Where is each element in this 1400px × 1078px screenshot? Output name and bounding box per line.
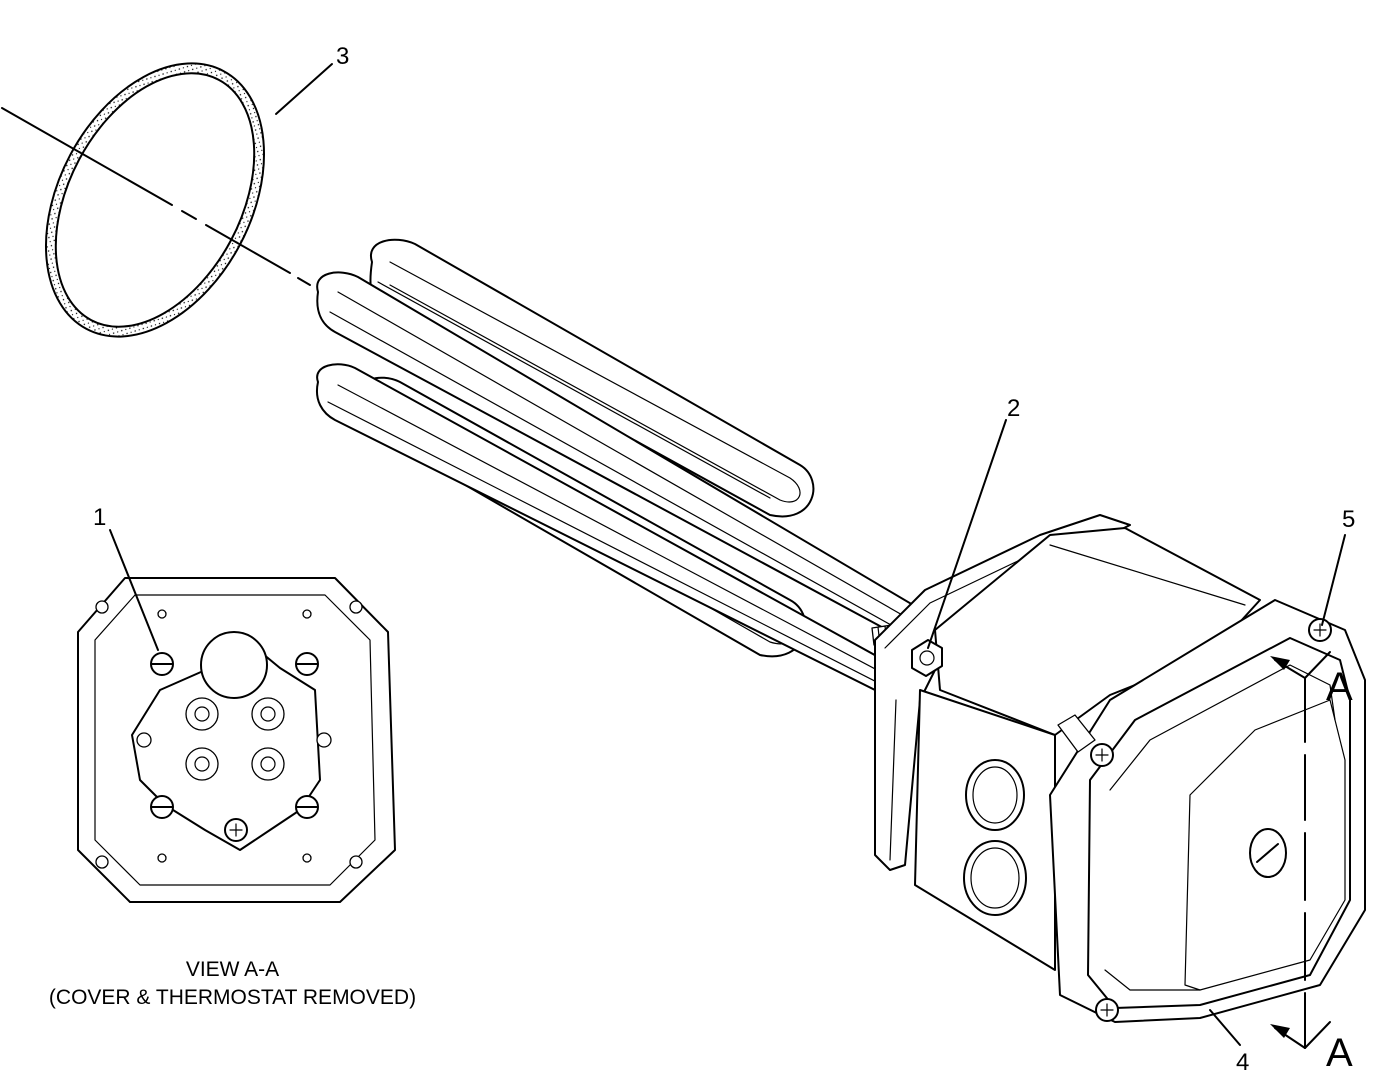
leader-line-1	[109, 529, 159, 651]
section-arrow-top	[1304, 651, 1331, 679]
callout-4: 4	[1236, 1049, 1249, 1076]
section-line-a-a: A A	[1270, 651, 1353, 1075]
leader-line-5	[1321, 534, 1346, 626]
section-letter-bottom: A	[1326, 1031, 1353, 1075]
callout-2: 2	[1007, 395, 1020, 422]
center-line	[1, 107, 311, 286]
callout-3: 3	[336, 43, 349, 70]
terminal-housing	[874, 514, 1366, 1023]
view-a-a-detail	[77, 577, 396, 903]
gasket-ring	[44, 62, 266, 338]
section-letter-top: A	[1326, 665, 1353, 709]
view-caption-title: VIEW A-A	[185, 958, 280, 981]
leader-line-3	[275, 63, 333, 115]
leader-lines	[109, 63, 1346, 1046]
heating-element-loops	[316, 238, 931, 706]
leader-line-2	[927, 419, 1007, 649]
callout-5: 5	[1342, 506, 1355, 533]
leader-line-4	[1209, 1009, 1241, 1046]
view-caption-subtitle: (COVER & THERMOSTAT REMOVED)	[48, 986, 417, 1009]
callout-1: 1	[93, 504, 106, 531]
